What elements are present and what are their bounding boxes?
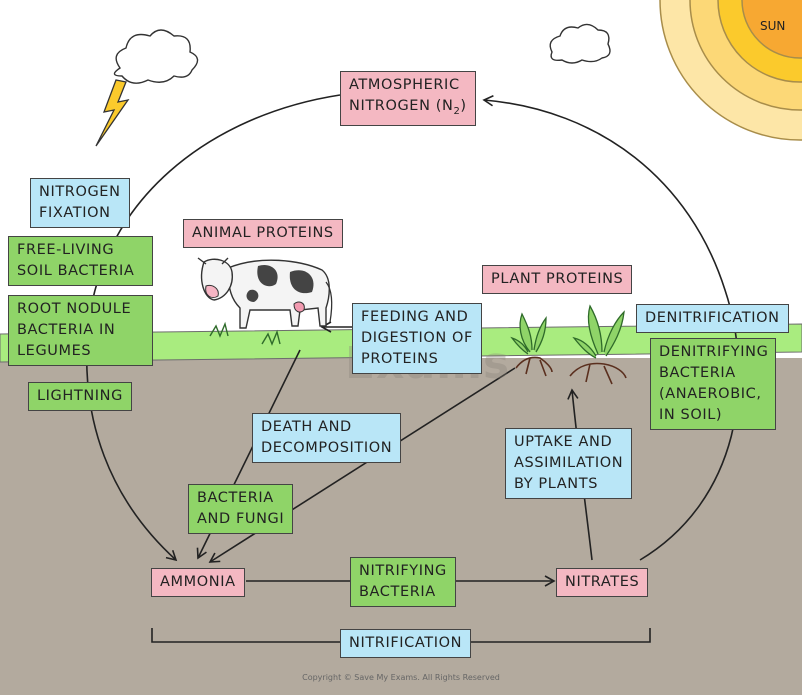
nitrification-label: NITRIFICATION: [349, 635, 463, 651]
animal-proteins-box: ANIMAL PROTEINS: [183, 219, 343, 248]
feeding-line3: PROTEINS: [361, 351, 439, 367]
cloud-icon: [113, 29, 199, 84]
death-line2: DECOMPOSITION: [261, 440, 393, 456]
denitrifying-line3: (ANAEROBIC,: [659, 386, 762, 402]
root-nodule-line1: ROOT NODULE: [17, 301, 132, 317]
bacteria-fungi-box: BACTERIA AND FUNGI: [188, 484, 294, 534]
denitrifying-line4: IN SOIL): [659, 407, 723, 423]
denitrification-box: DENITRIFICATION: [636, 304, 789, 333]
copyright-text: Copyright © Save My Exams. All Rights Re…: [302, 673, 500, 682]
lightning-label: LIGHTNING: [37, 388, 123, 404]
uptake-line1: UPTAKE AND: [514, 434, 613, 450]
animal-proteins-label: ANIMAL PROTEINS: [192, 225, 334, 241]
lightning-box: LIGHTNING: [28, 382, 132, 411]
atmospheric-line2-suffix: ): [460, 98, 467, 114]
death-line1: DEATH AND: [261, 419, 352, 435]
atmospheric-line1: ATMOSPHERIC: [349, 77, 460, 93]
nitrogen-fixation-box: NITROGEN FIXATION: [30, 178, 130, 228]
atmospheric-line2-prefix: NITROGEN (N: [349, 98, 454, 114]
nitrifying-bacteria-box: NITRIFYING BACTERIA: [350, 557, 456, 607]
denitrifying-line1: DENITRIFYING: [659, 344, 769, 360]
root-nodule-box: ROOT NODULE BACTERIA IN LEGUMES: [8, 295, 153, 366]
death-decomposition-box: DEATH AND DECOMPOSITION: [252, 413, 402, 463]
feeding-line1: FEEDING AND: [361, 309, 469, 325]
free-living-box: FREE-LIVING SOIL BACTERIA: [8, 236, 153, 286]
uptake-box: UPTAKE AND ASSIMILATION BY PLANTS: [505, 428, 633, 499]
atmospheric-line2: NITROGEN (N2): [349, 96, 467, 122]
plant-proteins-label: PLANT PROTEINS: [491, 271, 624, 287]
feeding-box: FEEDING AND DIGESTION OF PROTEINS: [352, 303, 482, 374]
bacteria-fungi-line2: AND FUNGI: [197, 511, 285, 527]
bacteria-fungi-line1: BACTERIA: [197, 490, 274, 506]
plant-proteins-box: PLANT PROTEINS: [482, 265, 633, 294]
nitrifying-line2: BACTERIA: [359, 584, 436, 600]
sun-icon: [659, 0, 802, 141]
nitrogen-fixation-line2: FIXATION: [39, 205, 111, 221]
denitrifying-line2: BACTERIA: [659, 365, 736, 381]
cloud-icon: [549, 23, 611, 64]
free-living-line1: FREE-LIVING: [17, 242, 115, 258]
uptake-line3: BY PLANTS: [514, 476, 599, 492]
cow-icon: [197, 257, 333, 346]
nitrification-box: NITRIFICATION: [340, 629, 472, 658]
sun-label: SUN: [760, 19, 786, 33]
nitrogen-fixation-line1: NITROGEN: [39, 184, 121, 200]
atmospheric-subscript: 2: [453, 105, 461, 117]
uptake-line2: ASSIMILATION: [514, 455, 624, 471]
plant-icon: [510, 304, 627, 385]
arc-denitrification: [482, 95, 740, 561]
nitrates-label: NITRATES: [565, 574, 640, 590]
denitrifying-bacteria-box: DENITRIFYING BACTERIA (ANAEROBIC, IN SOI…: [650, 338, 776, 430]
ammonia-label: AMMONIA: [160, 574, 236, 590]
nitrifying-line1: NITRIFYING: [359, 563, 447, 579]
lightning-bolt-icon: [95, 79, 130, 147]
feeding-line2: DIGESTION OF: [361, 330, 473, 346]
atmospheric-nitrogen-box: ATMOSPHERIC NITROGEN (N2): [340, 71, 476, 126]
denitrification-label: DENITRIFICATION: [645, 310, 780, 326]
root-nodule-line3: LEGUMES: [17, 343, 92, 359]
free-living-line2: SOIL BACTERIA: [17, 263, 135, 279]
ammonia-box: AMMONIA: [151, 568, 245, 597]
nitrates-box: NITRATES: [556, 568, 649, 597]
root-nodule-line2: BACTERIA IN: [17, 322, 116, 338]
